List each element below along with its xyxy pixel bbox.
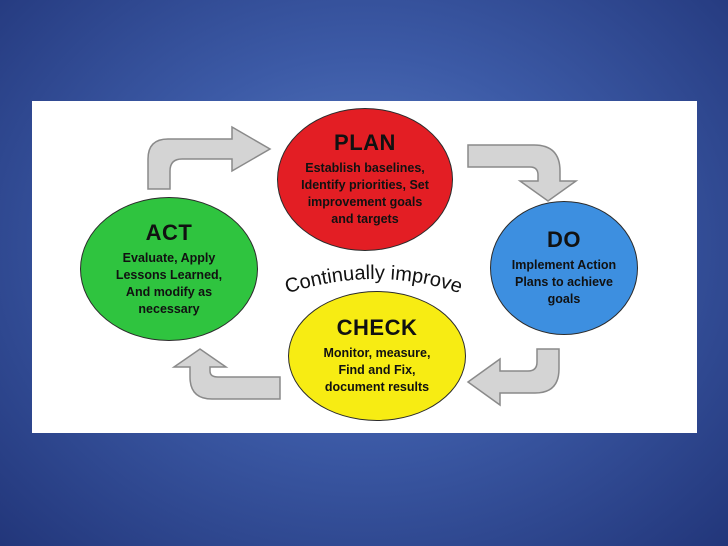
check-node: CHECK Monitor, measure, Find and Fix, do… — [288, 291, 466, 421]
plan-line: improvement goals — [307, 195, 423, 209]
check-line: Monitor, measure, — [323, 346, 431, 360]
do-title: DO — [547, 227, 581, 252]
plan-node: PLAN Establish baselines, Identify prior… — [277, 108, 453, 251]
act-line: Evaluate, Apply — [122, 250, 216, 265]
do-line: Plans to achieve — [515, 275, 613, 289]
act-line: Lessons Learned, — [115, 267, 223, 282]
act-title: ACT — [145, 219, 193, 245]
check-description: Monitor, measure, Find and Fix, document… — [324, 345, 431, 396]
do-line: Implement Action — [511, 258, 617, 272]
arrow-do-to-check — [466, 348, 560, 407]
arrow-check-to-act — [171, 348, 281, 400]
act-node: ACT Evaluate, Apply Lessons Learned, And… — [80, 197, 258, 341]
diagram-panel: Continually improve PLAN Establish basel… — [32, 101, 697, 433]
plan-description: Establish baselines, Identify priorities… — [301, 160, 429, 228]
do-line: goals — [547, 292, 581, 306]
act-line: And modify as — [125, 284, 213, 299]
check-line: Find and Fix, — [338, 363, 416, 377]
plan-line: and targets — [331, 212, 399, 226]
act-description: Evaluate, Apply Lessons Learned, And mod… — [116, 250, 222, 318]
arrow-act-to-plan — [147, 125, 272, 190]
check-title: CHECK — [336, 315, 418, 340]
plan-line: Establish baselines, — [305, 161, 425, 175]
arrow-plan-to-do — [467, 144, 579, 202]
plan-line: Identify priorities, Set — [301, 178, 429, 192]
plan-title: PLAN — [334, 130, 396, 155]
act-line: necessary — [138, 301, 200, 316]
do-description: Implement Action Plans to achieve goals — [512, 257, 616, 308]
do-node: DO Implement Action Plans to achieve goa… — [490, 201, 638, 335]
check-line: document results — [324, 380, 430, 394]
